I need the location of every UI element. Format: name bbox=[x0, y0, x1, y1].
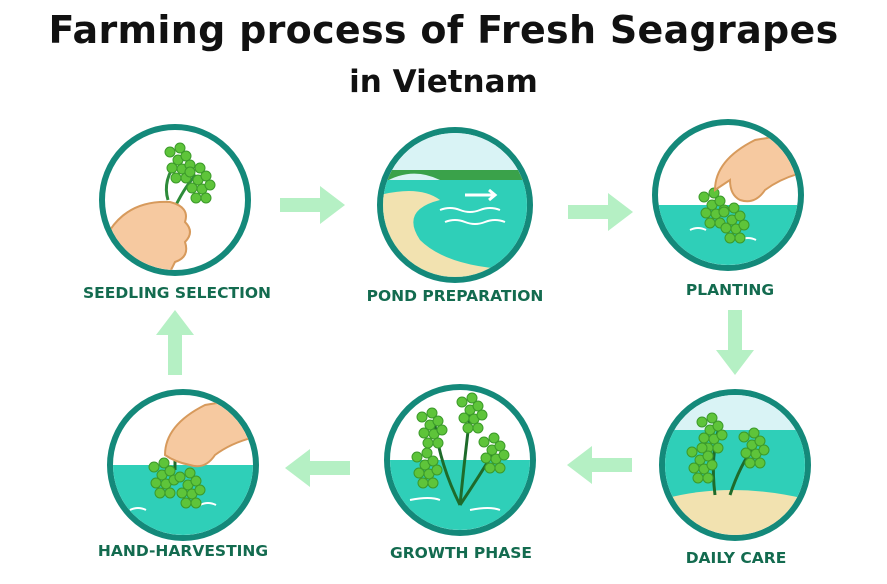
arrow-up bbox=[156, 310, 194, 375]
hand-holding-seagrapes-icon bbox=[105, 142, 216, 270]
step-label-seedling-selection: SEEDLING SELECTION bbox=[82, 284, 272, 302]
arrow-right-2 bbox=[568, 193, 633, 231]
step-circle-planting bbox=[652, 119, 804, 271]
step-label-hand-harvesting: HAND-HARVESTING bbox=[97, 542, 269, 560]
step-circle-seedling-selection bbox=[99, 124, 251, 276]
step-circle-daily-care bbox=[659, 389, 811, 541]
arrow-right-1 bbox=[280, 186, 345, 224]
step-circle-growth-phase bbox=[384, 384, 536, 536]
step-circle-hand-harvesting bbox=[107, 389, 259, 541]
arrow-down bbox=[716, 310, 754, 375]
step-circle-pond-preparation bbox=[377, 127, 533, 283]
step-label-daily-care: DAILY CARE bbox=[685, 549, 787, 567]
title-line-2: in Vietnam bbox=[349, 64, 538, 100]
step-label-growth-phase: GROWTH PHASE bbox=[390, 544, 532, 562]
step-label-planting: PLANTING bbox=[685, 281, 775, 299]
arrow-left-2 bbox=[285, 449, 350, 487]
arrow-left-1 bbox=[567, 446, 632, 484]
title-line-1: Farming process of Fresh Seagrapes bbox=[48, 8, 839, 52]
step-label-pond-preparation: POND PREPARATION bbox=[366, 287, 544, 305]
